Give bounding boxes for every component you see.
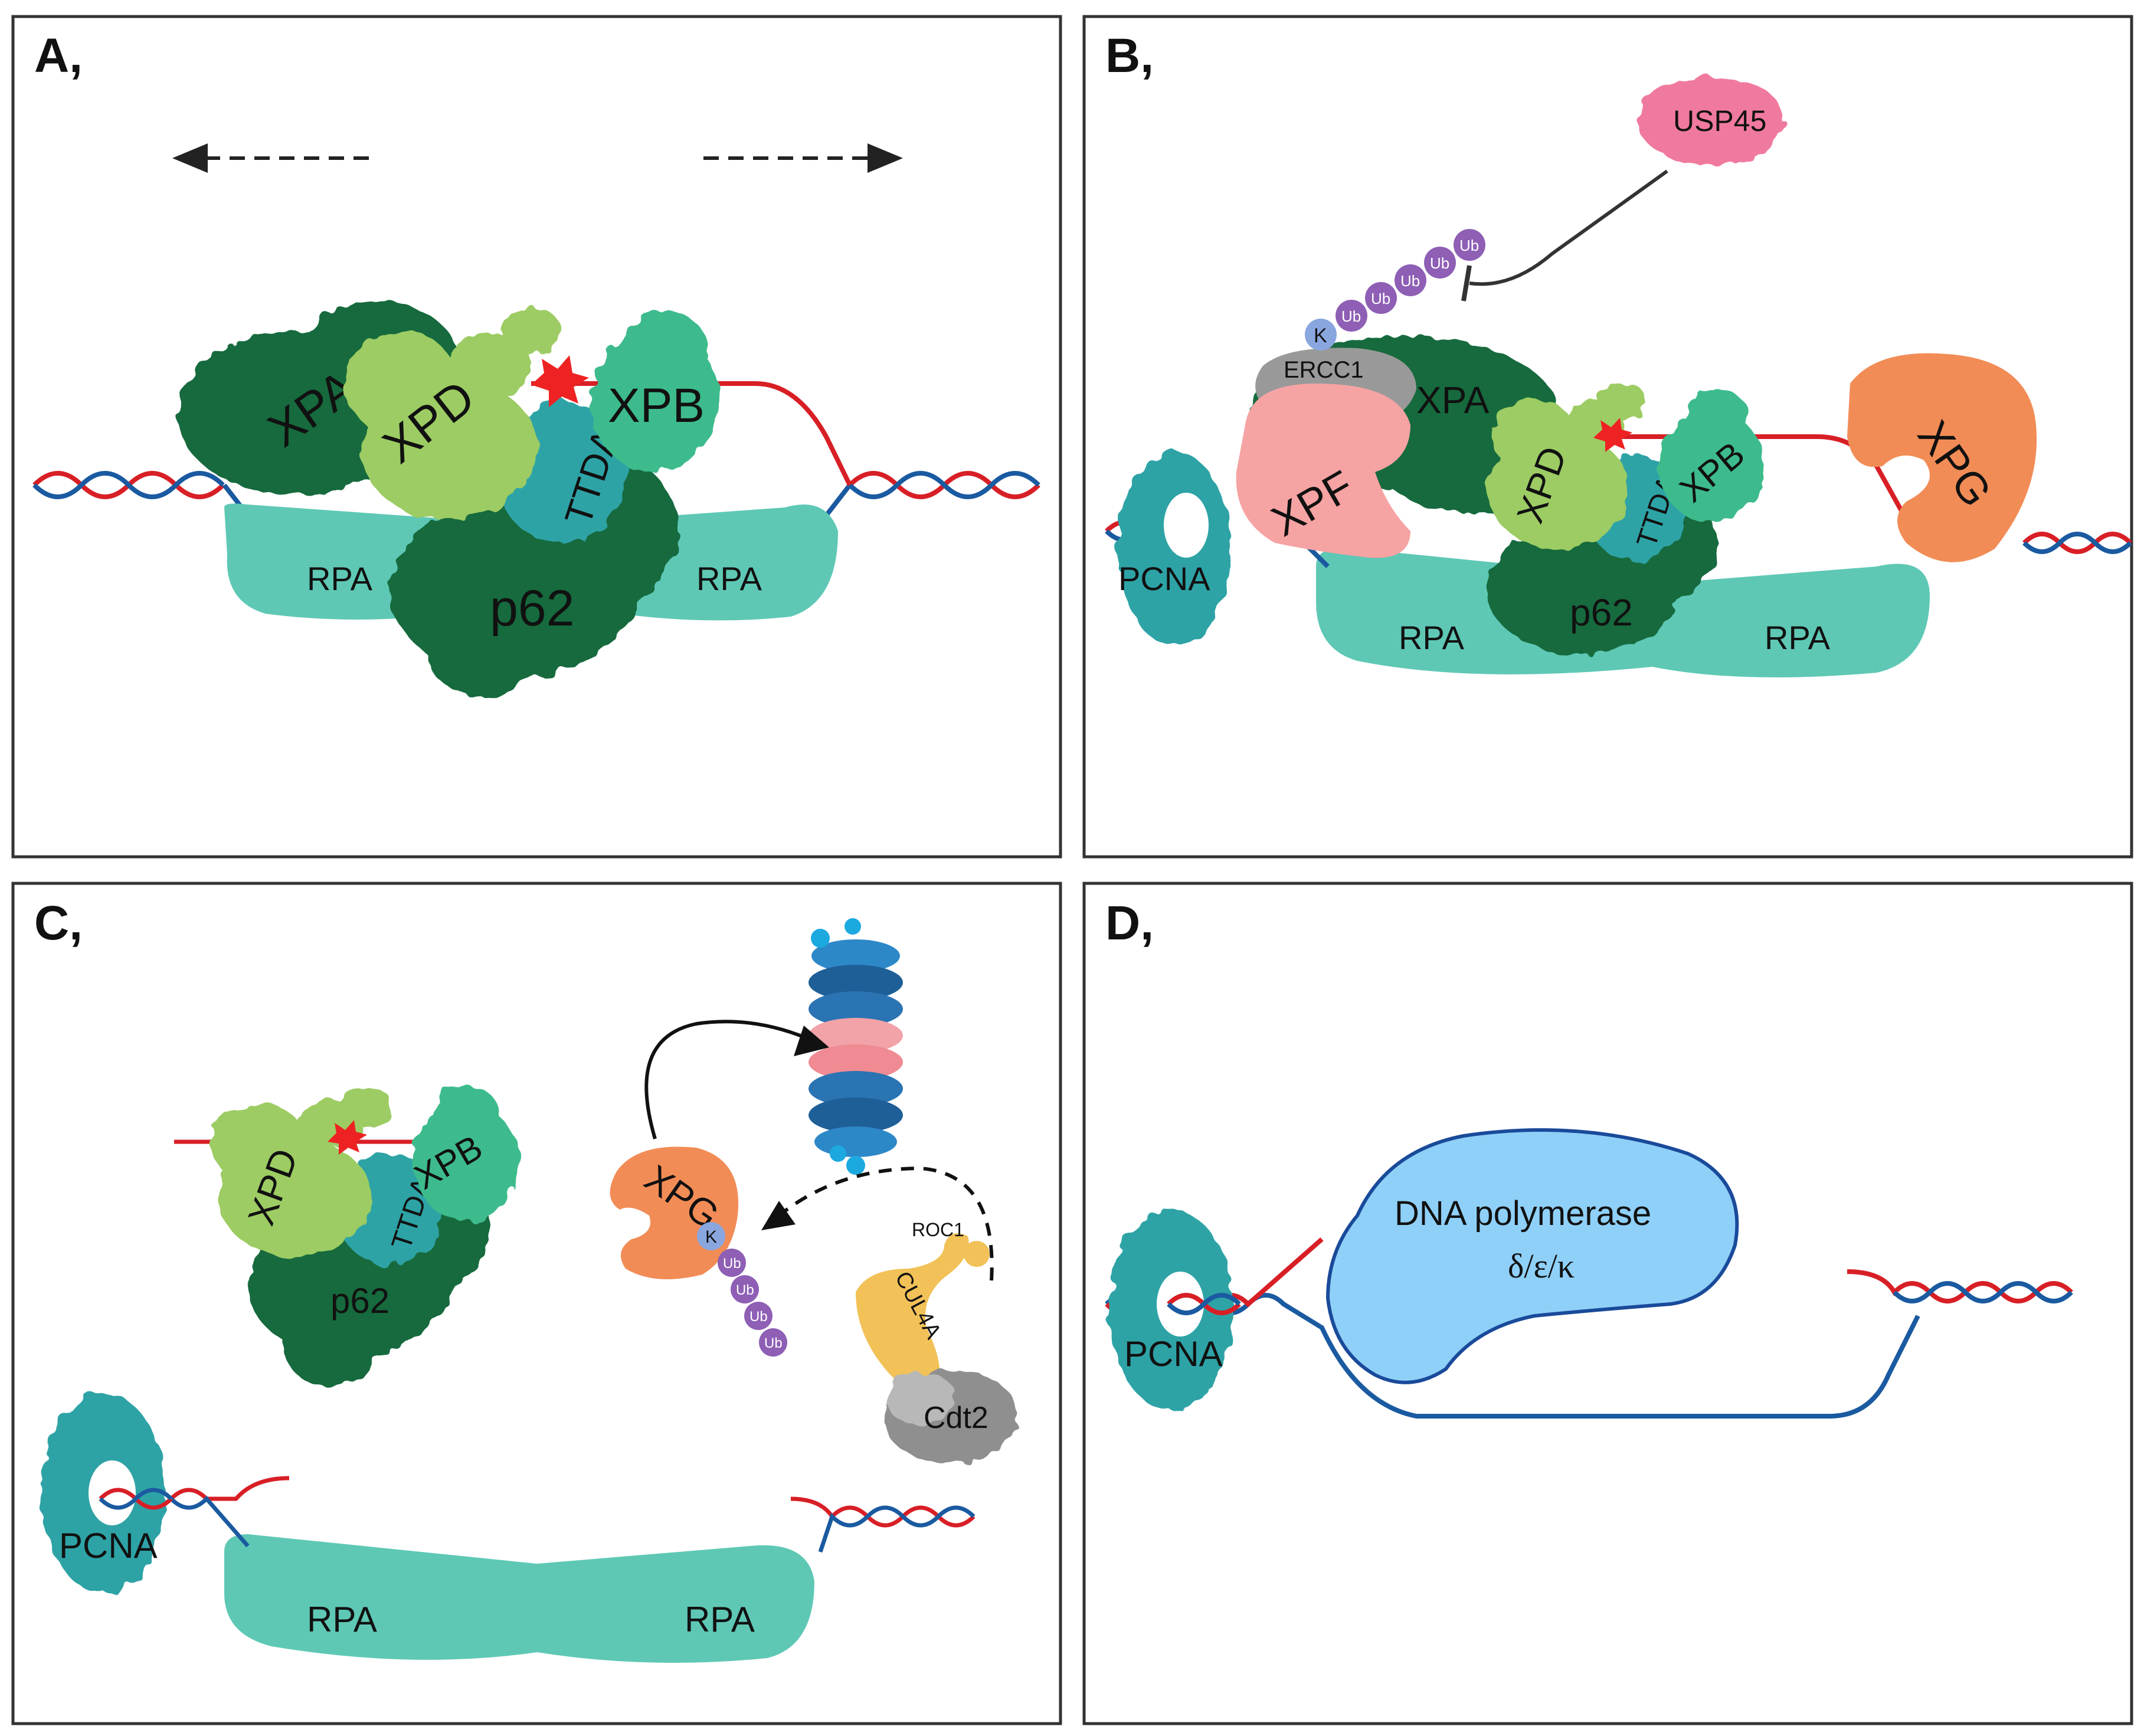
dna-polymerase-shape xyxy=(1325,1128,1739,1384)
degradation-arrowhead-icon xyxy=(794,1026,829,1056)
xpb-blob xyxy=(413,1086,519,1221)
rpa-left-label: RPA xyxy=(1399,619,1465,656)
panel-d: D, PCNA DNA polymerase δ/ε/κ xyxy=(1082,882,2133,1725)
panel-c: C, p62 TTDA XPB XPD xyxy=(11,882,1062,1725)
dna-right-red xyxy=(790,1496,976,1528)
damage-star-icon xyxy=(1593,418,1632,452)
dna-right-red xyxy=(2022,532,2132,554)
xpf-shape xyxy=(1236,384,1410,558)
rpa-right-label: RPA xyxy=(685,1600,755,1639)
arrow-left-icon xyxy=(172,143,208,173)
inhibition-bar-icon xyxy=(1461,265,1472,302)
ubiquitination-arrow xyxy=(778,1166,994,1281)
ub-label-5: Ub xyxy=(1459,237,1479,254)
damaged-strand xyxy=(531,381,852,486)
xpa-label: XPA xyxy=(1416,379,1490,421)
cdt2-blob xyxy=(882,1369,1018,1463)
rpa-left-label: RPA xyxy=(307,1600,377,1639)
pcna-hole xyxy=(1157,1272,1204,1337)
ub-label-3: Ub xyxy=(1400,272,1420,290)
pcna-hole xyxy=(1164,493,1209,558)
roc1-shape xyxy=(964,1241,990,1267)
p62-label: p62 xyxy=(1570,591,1633,634)
lysine-icon xyxy=(1305,319,1337,351)
ubiquitin-chain xyxy=(1336,229,1485,332)
proteasome-icon xyxy=(808,918,903,1175)
lysine-label: K xyxy=(1314,325,1327,347)
ubiquitination-arrowhead-icon xyxy=(761,1201,796,1230)
usp45-label: USP45 xyxy=(1673,104,1766,137)
rpa-right xyxy=(1652,564,1930,677)
panel-b-letter: B, xyxy=(1105,29,1154,83)
unwinding-arrows xyxy=(172,143,903,173)
cdt2-label: Cdt2 xyxy=(924,1401,988,1435)
xpg-shape xyxy=(1847,353,2037,562)
ub-label-4: Ub xyxy=(764,1335,783,1351)
ub-label-3: Ub xyxy=(749,1309,768,1325)
p62-label: p62 xyxy=(330,1281,389,1321)
roc1-label: ROC1 xyxy=(912,1219,964,1240)
arrow-right-icon xyxy=(868,143,903,173)
ubiquitin-chain xyxy=(718,1249,787,1357)
ub-label-2: Ub xyxy=(1371,290,1390,307)
polymerase-types-label: δ/ε/κ xyxy=(1508,1247,1575,1285)
dna-through-pcna-blue xyxy=(1167,1293,1241,1315)
lysine-icon xyxy=(697,1222,725,1250)
lysine-label: K xyxy=(705,1227,717,1247)
pcna-label: PCNA xyxy=(1118,560,1210,597)
panel-b: B, USP45 RPA RPA PCNA XPA xyxy=(1082,15,2133,859)
panel-a-letter: A, xyxy=(34,29,83,83)
dna-right-blue xyxy=(2022,532,2132,554)
dna-right-blue xyxy=(818,1505,976,1553)
xpb-blob xyxy=(590,313,720,472)
rpa-right xyxy=(537,1545,814,1663)
pcna-label: PCNA xyxy=(1124,1334,1223,1374)
xpb-blob xyxy=(1658,389,1765,522)
panel-c-letter: C, xyxy=(34,896,83,950)
usp45-blob xyxy=(1638,77,1785,165)
xpd-blob xyxy=(345,307,561,519)
dna-right-blue xyxy=(1893,1281,2073,1303)
ercc1-label: ERCC1 xyxy=(1284,357,1364,383)
xpb-label: XPB xyxy=(608,379,705,433)
polymerase-label: DNA polymerase xyxy=(1395,1194,1651,1233)
ub-label-4: Ub xyxy=(1430,254,1449,272)
cul4a-shape xyxy=(856,1233,969,1390)
p62-label: p62 xyxy=(490,580,575,637)
damage-star-icon xyxy=(328,1120,367,1155)
rpa-left xyxy=(224,1534,537,1660)
inhibition-line xyxy=(1469,169,1668,286)
panel-a: A, RPA RPA XPA xyxy=(11,15,1062,859)
xpd-blob xyxy=(212,1086,392,1257)
degradation-arrow xyxy=(644,1020,816,1139)
ub-label-1: Ub xyxy=(723,1256,741,1272)
panel-d-letter: D, xyxy=(1105,896,1154,950)
ub-label-2: Ub xyxy=(736,1282,754,1298)
rpa-left-label: RPA xyxy=(307,560,373,597)
rpa-right-label: RPA xyxy=(1765,619,1831,656)
ub-label-1: Ub xyxy=(1341,307,1361,325)
dna-through-pcna-blue xyxy=(99,1488,173,1510)
crl4-complex xyxy=(856,1233,1018,1463)
rpa-right-label: RPA xyxy=(696,560,762,597)
pcna-label: PCNA xyxy=(59,1526,158,1565)
damage-star-icon xyxy=(531,355,589,407)
